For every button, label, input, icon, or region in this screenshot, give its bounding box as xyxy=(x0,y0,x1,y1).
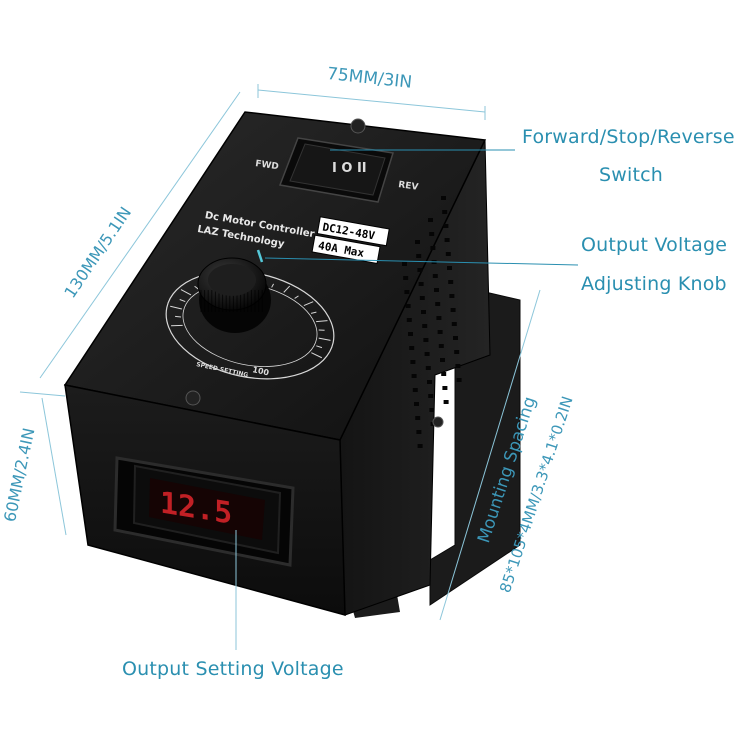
dial-tick xyxy=(180,289,192,296)
vent-slot xyxy=(442,386,448,390)
dial-max-label: 100 xyxy=(252,365,271,377)
vent-slot xyxy=(411,374,417,378)
dial-tick xyxy=(310,311,317,314)
vent-slot xyxy=(414,402,419,406)
dial-tick xyxy=(175,315,182,318)
vent-slot xyxy=(443,224,449,228)
vent-slot xyxy=(405,304,411,308)
dial-tick xyxy=(170,305,182,310)
vent-slot xyxy=(447,266,452,270)
display-callout: Output Setting Voltage xyxy=(122,658,344,680)
vent-slot xyxy=(419,296,425,300)
vent-slot xyxy=(448,280,454,284)
callout-leaders xyxy=(264,149,579,266)
rocker-switch[interactable]: I O II xyxy=(278,137,394,203)
rating-label: DC12-48V 40A Max xyxy=(311,216,390,264)
vent-slot xyxy=(415,240,420,244)
switch-fwd-label: FWD xyxy=(255,159,280,172)
vent-slot xyxy=(429,232,435,236)
vent-slot xyxy=(418,282,424,286)
vent-slot xyxy=(421,310,426,314)
vent-slot xyxy=(434,288,439,292)
front-screw xyxy=(185,390,201,406)
vent-slot xyxy=(432,274,438,278)
vent-slot xyxy=(444,238,450,242)
vent-slot xyxy=(436,316,442,320)
vent-slot xyxy=(406,318,412,322)
dial-tick xyxy=(294,295,299,299)
vent-slot xyxy=(416,254,422,258)
vent-slot xyxy=(429,408,435,412)
vent-slot xyxy=(428,218,433,222)
vent-slot xyxy=(442,210,448,214)
vent-slot xyxy=(422,324,428,328)
knob-callout-line2: Adjusting Knob xyxy=(581,273,727,295)
vent-slot xyxy=(430,246,436,250)
dial-tick xyxy=(283,285,291,293)
vent-slot xyxy=(416,430,422,434)
vent-slot xyxy=(427,380,432,384)
vent-slot xyxy=(425,366,431,370)
vent-slot xyxy=(450,308,456,312)
side-screw xyxy=(432,416,444,428)
vent-slot xyxy=(454,350,460,354)
vent-slot xyxy=(404,290,410,294)
dial-tick xyxy=(316,320,328,323)
vent-slot xyxy=(445,252,451,256)
vent-slot xyxy=(441,196,446,200)
switch-symbols: I O II xyxy=(332,161,367,176)
vent-slot xyxy=(415,416,421,420)
vent-slot xyxy=(453,336,458,340)
dial-tick xyxy=(316,345,323,349)
vent-slot xyxy=(417,444,423,448)
switch-callout-line2: Switch xyxy=(599,164,664,186)
knob-callout-line1: Output Voltage xyxy=(581,234,728,256)
vent-slot xyxy=(438,344,444,348)
vent-slot xyxy=(441,372,447,376)
vent-slot xyxy=(437,330,443,334)
dial-tick xyxy=(311,352,323,359)
dial-tick xyxy=(303,301,314,307)
vent-slot xyxy=(423,338,429,342)
dial-tick xyxy=(179,299,186,303)
vent-slot xyxy=(456,378,462,382)
top-screw xyxy=(350,118,366,134)
switch-callout-line1: Forward/Stop/Reverse xyxy=(522,126,735,148)
switch-rev-label: REV xyxy=(398,180,419,193)
dial-tick xyxy=(271,283,275,288)
vent-slot xyxy=(417,268,423,272)
vent-slot xyxy=(402,262,407,266)
vent-slot xyxy=(409,346,415,350)
vent-slot xyxy=(440,358,445,362)
vent-slot xyxy=(455,364,461,368)
vent-slot xyxy=(449,294,455,298)
voltage-display: 12.5 xyxy=(113,456,295,567)
dial-tick xyxy=(318,337,331,341)
vent-slot xyxy=(424,352,430,356)
vent-slot xyxy=(451,322,457,326)
vent-slot xyxy=(435,302,441,306)
vent-slot xyxy=(410,360,416,364)
vent-slot xyxy=(428,394,434,398)
vent-slot xyxy=(403,276,409,280)
vent-slot xyxy=(412,388,418,392)
side-vents xyxy=(402,196,462,448)
vent-slot xyxy=(443,400,449,404)
dimension-lines xyxy=(19,84,541,650)
vent-slot xyxy=(408,332,413,336)
voltage-adjusting-knob[interactable] xyxy=(197,249,271,333)
